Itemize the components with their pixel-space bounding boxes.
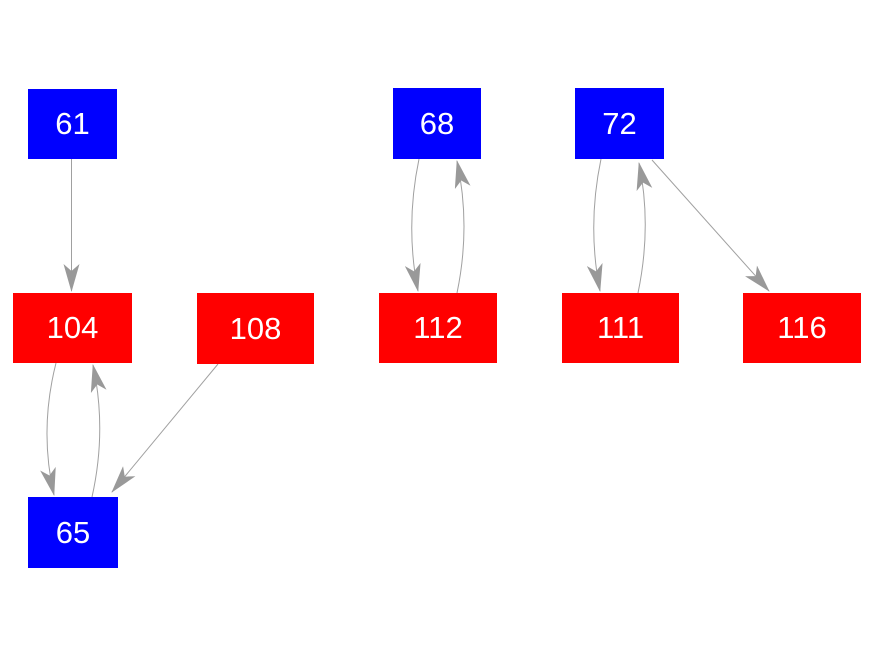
node-68[interactable]: 68	[393, 88, 481, 159]
edge-111-72	[636, 162, 653, 294]
edge-68-112	[404, 158, 421, 292]
node-116[interactable]: 116	[743, 293, 861, 363]
node-61[interactable]: 61	[28, 89, 117, 159]
edge-65-104	[90, 364, 107, 498]
node-111-label: 111	[596, 310, 645, 345]
edge-104-65	[40, 362, 57, 496]
node-111[interactable]: 111	[562, 293, 679, 363]
node-65-label: 65	[55, 514, 91, 550]
node-104[interactable]: 104	[13, 293, 132, 363]
node-116-label: 116	[777, 310, 827, 345]
node-108[interactable]: 108	[197, 293, 314, 364]
node-61-label: 61	[55, 106, 90, 141]
node-72-label: 72	[602, 105, 637, 141]
node-108-label: 108	[229, 310, 282, 346]
node-68-label: 68	[419, 105, 455, 141]
edge-108-65	[111, 363, 219, 493]
node-104-label: 104	[46, 310, 99, 345]
edge-72-116	[651, 159, 770, 292]
edge-72-111	[586, 158, 603, 292]
node-112[interactable]: 112	[379, 293, 497, 363]
edge-112-68	[454, 160, 471, 294]
node-112-label: 112	[413, 310, 463, 345]
node-72[interactable]: 72	[575, 88, 664, 159]
node-65[interactable]: 65	[28, 497, 118, 568]
